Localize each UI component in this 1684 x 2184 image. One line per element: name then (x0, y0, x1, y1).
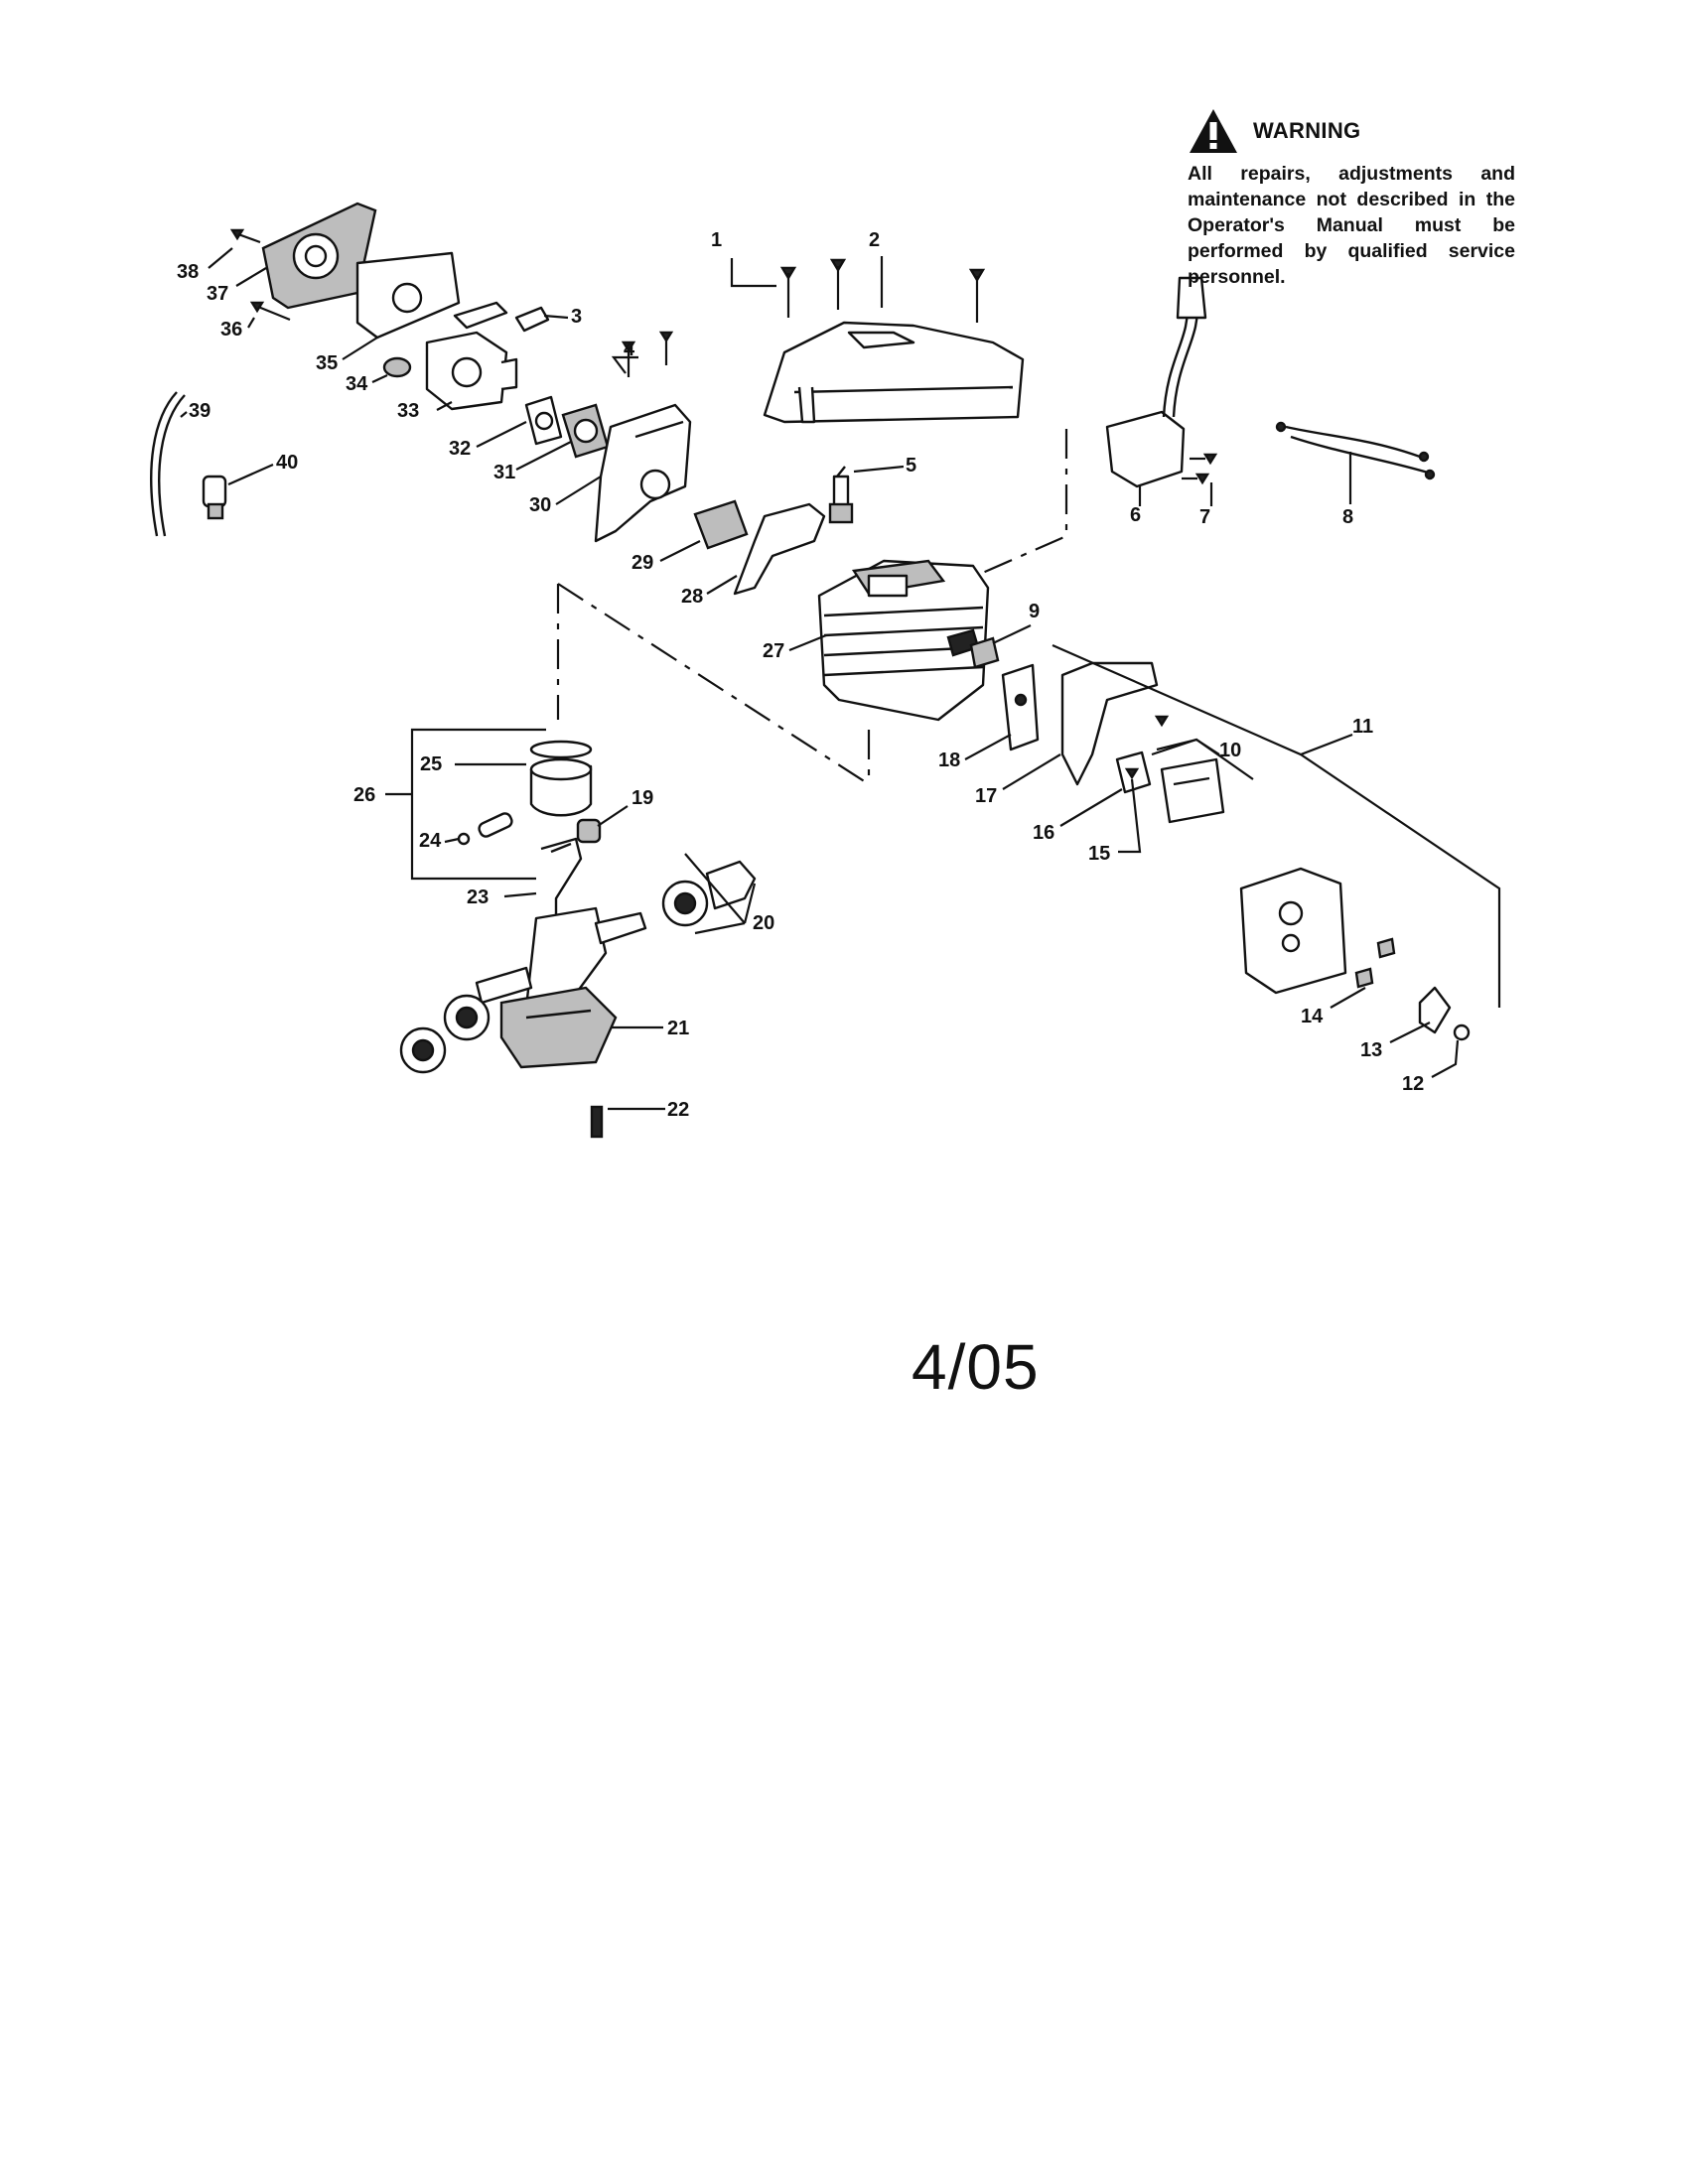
part-label-34: 34 (346, 373, 368, 395)
part-label-3: 3 (571, 306, 582, 328)
spark-plug-part (828, 466, 854, 524)
assembly-lines (556, 429, 1068, 785)
ignition-module-part (1105, 276, 1436, 488)
intake-boot-part (693, 499, 826, 596)
filter-housing-part (229, 202, 461, 340)
part-label-28: 28 (681, 586, 703, 608)
part-label-5: 5 (906, 455, 916, 477)
part-label-27: 27 (763, 640, 784, 662)
part-label-7: 7 (1199, 506, 1210, 528)
part-label-20: 20 (753, 912, 774, 934)
part-label-16: 16 (1033, 822, 1054, 844)
part-label-13: 13 (1360, 1039, 1382, 1061)
part-label-33: 33 (397, 400, 419, 422)
part-label-39: 39 (189, 400, 210, 422)
gaskets-part (524, 395, 610, 459)
part-label-32: 32 (449, 438, 471, 460)
warning-title: WARNING (1253, 118, 1361, 143)
warning-text: All repairs, adjustments and maintenance… (1188, 163, 1515, 288)
part-label-26: 26 (353, 784, 375, 806)
part-label-15: 15 (1088, 843, 1110, 865)
part-label-18: 18 (938, 750, 960, 771)
part-label-11: 11 (1352, 716, 1373, 738)
part-label-4: 4 (624, 339, 635, 360)
part-label-21: 21 (667, 1018, 689, 1039)
part-label-38: 38 (177, 261, 199, 283)
part-label-6: 6 (1130, 504, 1141, 526)
carburetor-part (382, 301, 550, 411)
part-label-35: 35 (316, 352, 338, 374)
cylinder-part (817, 559, 990, 722)
part-label-19: 19 (632, 787, 653, 809)
part-label-12: 12 (1402, 1073, 1424, 1095)
leader-lines (180, 247, 1501, 1111)
part-labels: 1 2 3 4 5 6 7 8 9 10 11 12 13 14 15 16 1… (177, 229, 1424, 1121)
warning-triangle-icon (1190, 109, 1237, 153)
part-label-30: 30 (529, 494, 551, 516)
intake-manifold-part (594, 331, 692, 543)
part-label-25: 25 (420, 753, 442, 775)
part-label-24: 24 (419, 830, 442, 852)
top-cover-part (763, 321, 1025, 424)
warning-header: WARNING (1188, 103, 1515, 159)
cover-screws (779, 258, 986, 323)
part-label-22: 22 (667, 1099, 689, 1121)
part-label-8: 8 (1342, 506, 1353, 528)
muffler-assembly-part (969, 636, 1471, 1041)
fuel-line-part (150, 391, 227, 537)
part-label-23: 23 (467, 887, 489, 908)
crankshaft-part (399, 837, 757, 1139)
part-label-10: 10 (1219, 740, 1241, 761)
part-label-29: 29 (632, 552, 653, 574)
page-date: 4/05 (912, 1331, 1040, 1403)
part-label-2: 2 (869, 229, 880, 251)
part-label-17: 17 (975, 785, 997, 807)
part-label-31: 31 (493, 462, 515, 483)
part-label-37: 37 (207, 283, 228, 305)
part-label-36: 36 (220, 319, 242, 341)
part-label-9: 9 (1029, 601, 1040, 622)
part-label-40: 40 (276, 452, 298, 474)
warning-notice: WARNING All repairs, adjustments and mai… (1188, 103, 1515, 290)
part-label-14: 14 (1301, 1006, 1324, 1027)
part-label-1: 1 (711, 229, 722, 251)
piston-part (457, 740, 602, 846)
